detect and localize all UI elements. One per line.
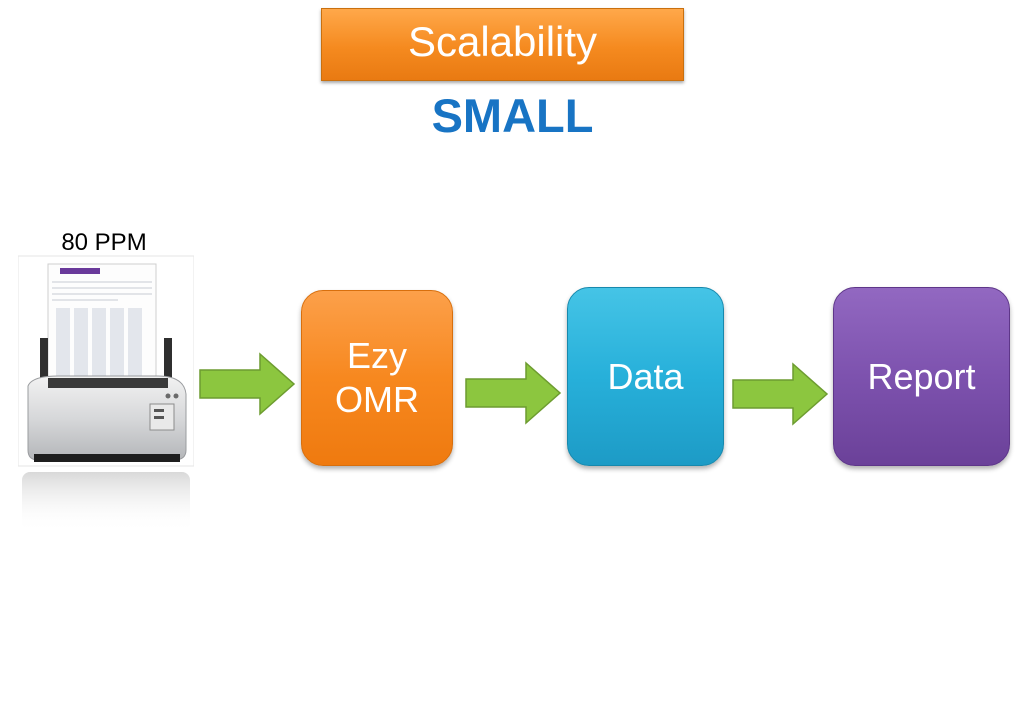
scanner-speed-label: 80 PPM [61, 229, 147, 256]
flow-arrow-1 [199, 352, 296, 416]
ezy-omr-label: Ezy OMR [335, 335, 419, 420]
report-label: Report [867, 355, 976, 397]
data-node: Data [567, 287, 724, 466]
report-node: Report [833, 287, 1010, 466]
data-label: Data [607, 355, 684, 397]
title-banner: Scalability [321, 8, 684, 81]
flow-arrow-3 [732, 362, 829, 426]
flow-arrow-2 [465, 361, 562, 425]
subtitle: SMALL [431, 89, 594, 142]
title-text: Scalability [407, 17, 598, 65]
document-scanner-icon [18, 255, 194, 532]
ezy-omr-node: Ezy OMR [301, 290, 453, 466]
